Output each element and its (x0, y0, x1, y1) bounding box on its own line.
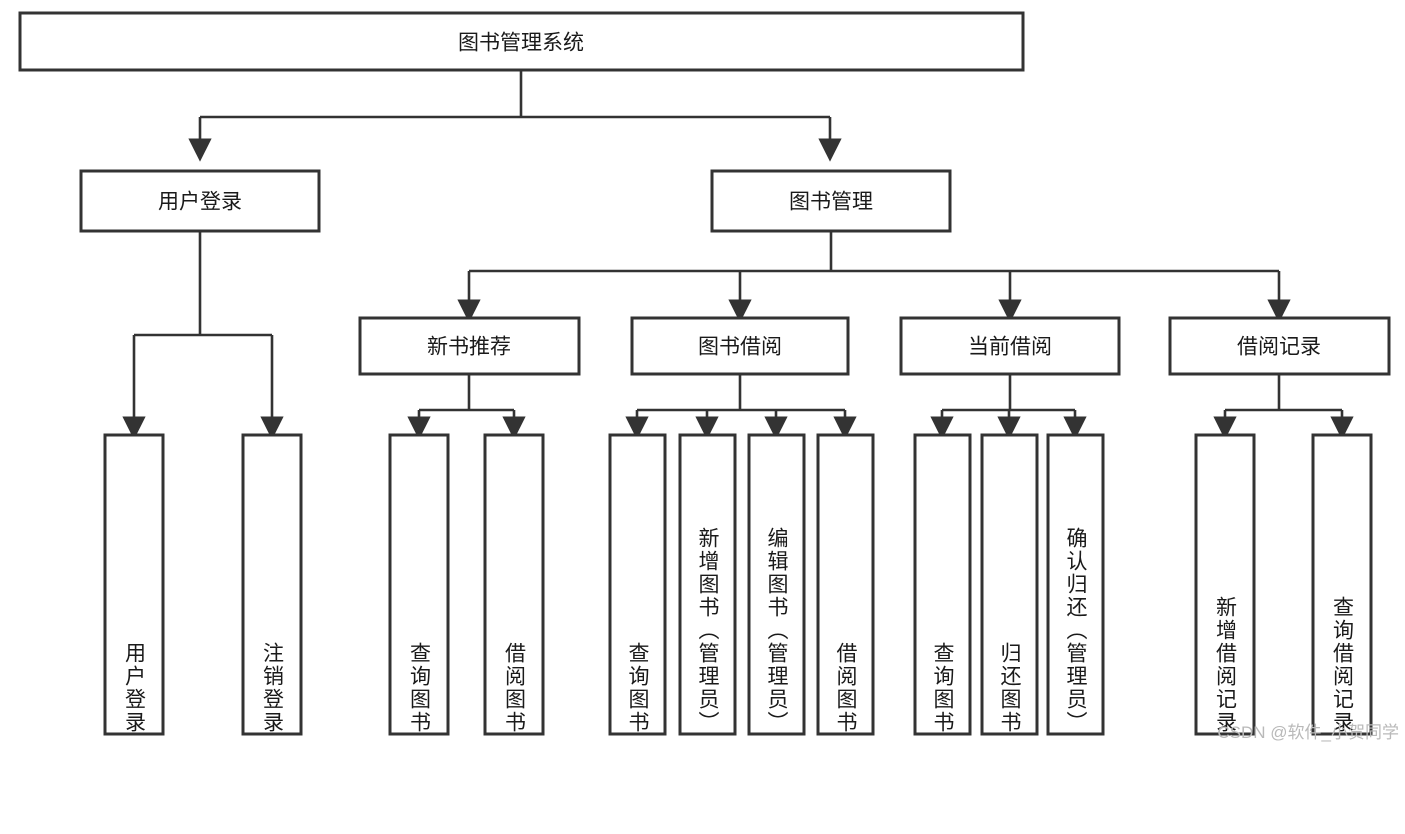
node-user-login-rect (79, 169, 321, 233)
node-new-book-recommend[interactable]: 新书推荐 (358, 316, 581, 376)
flowchart-diagram: 图书管理系统 用户登录 图书管理 (18, 11, 1399, 742)
connector-user-login-children (122, 231, 284, 440)
leaf-rect-add-book[interactable] (678, 433, 737, 736)
node-root-rect (18, 11, 1025, 72)
connector-book-management-children (457, 231, 1291, 323)
leaf-rect-query-record[interactable] (1311, 433, 1373, 736)
csdn-watermark: CSDN @软件_小贺同学 (1217, 723, 1399, 742)
node-book-management-label: 图书管理 (789, 191, 873, 214)
leaf-rect-borrow-book-brw[interactable] (816, 433, 875, 736)
node-new-book-recommend-rect (358, 316, 581, 376)
connector-root-bus (188, 70, 842, 162)
node-root-label: 图书管理系统 (458, 32, 584, 55)
node-new-book-recommend-label: 新书推荐 (427, 336, 511, 359)
node-current-borrow[interactable]: 当前借阅 (899, 316, 1121, 376)
connector-current-borrow-children (930, 374, 1087, 440)
connector-book-borrow-children (625, 374, 857, 440)
node-current-borrow-label: 当前借阅 (968, 336, 1052, 359)
leaf-rect-confirm-return[interactable] (1046, 433, 1105, 736)
leaf-rect-logout[interactable] (241, 433, 303, 736)
leaf-rect-edit-book[interactable] (747, 433, 806, 736)
node-book-management[interactable]: 图书管理 (710, 169, 952, 233)
leaf-rect-query-book-brw[interactable] (608, 433, 667, 736)
connector-borrow-record-children (1213, 374, 1354, 440)
node-root[interactable]: 图书管理系统 (18, 11, 1025, 72)
leaf-rect-add-record[interactable] (1194, 433, 1256, 736)
node-user-login[interactable]: 用户登录 (79, 169, 321, 233)
leaf-rect-borrow-book-rec[interactable] (483, 433, 545, 736)
node-current-borrow-rect (899, 316, 1121, 376)
node-borrow-record[interactable]: 借阅记录 (1168, 316, 1391, 376)
connector-new-book-recommend-children (407, 374, 526, 440)
node-book-borrow-label: 图书借阅 (698, 336, 782, 359)
leaf-rect-user-login[interactable] (103, 433, 165, 736)
leaf-rect-return-book[interactable] (980, 433, 1039, 736)
node-user-login-label: 用户登录 (158, 191, 242, 214)
leaf-rect-query-book-rec[interactable] (388, 433, 450, 736)
node-borrow-record-label: 借阅记录 (1237, 336, 1321, 359)
diagram-canvas: 图书管理系统 用户登录 图书管理 (18, 11, 1391, 736)
node-book-borrow[interactable]: 图书借阅 (630, 316, 850, 376)
leaf-rect-query-book-cur[interactable] (913, 433, 972, 736)
